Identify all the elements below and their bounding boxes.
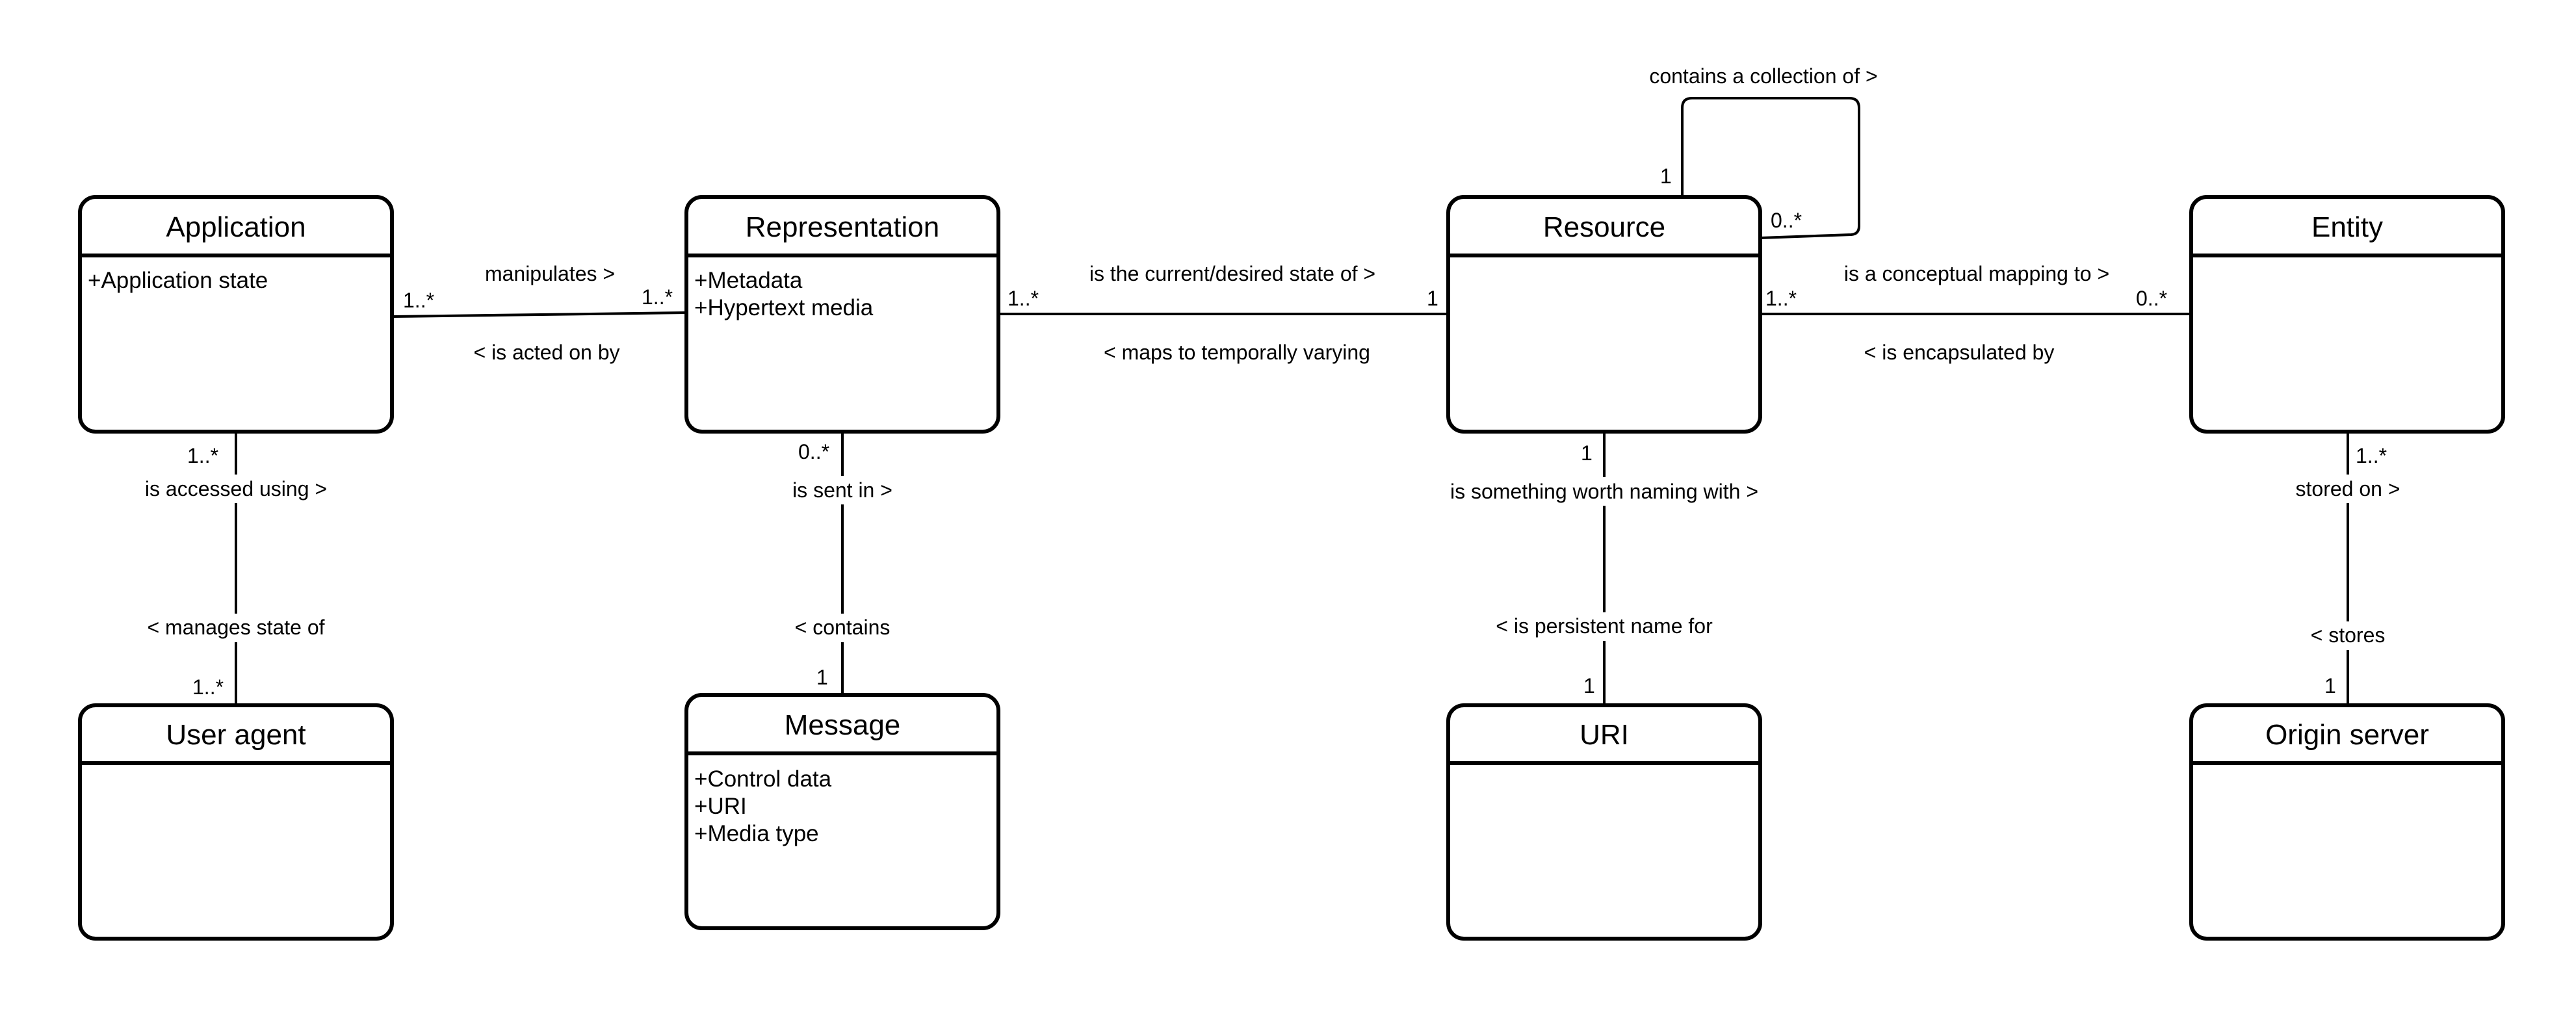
class-name-user-agent: User agent [166,719,306,751]
multiplicity-representation-from-application: 1..* [642,285,673,309]
class-uri[interactable] [1446,703,1762,941]
class-user-agent[interactable] [78,703,394,941]
association-line-application-representation [391,311,687,318]
class-name-origin-server: Origin server [2265,719,2429,751]
multiplicity-resource-to-uri: 1 [1581,441,1593,465]
multiplicity-origin-server-from-entity: 1 [2324,674,2336,697]
label-contains-collection-of: contains a collection of > [1649,64,1877,88]
class-name-resource: Resource [1543,211,1665,243]
class-name-message: Message [785,709,901,741]
label-maps-to-temporally-varying: < maps to temporally varying [1104,341,1370,364]
multiplicity-resource-from-representation: 1 [1427,287,1438,310]
multiplicity-resource-to-entity: 1..* [1765,287,1797,310]
multiplicity-resource-self-source: 1 [1660,164,1672,188]
label-stores: < stores [2311,623,2386,647]
label-manages-state-of: < manages state of [147,616,324,639]
class-message[interactable] [684,693,1000,930]
multiplicity-uri-from-resource: 1 [1583,674,1595,697]
label-is-something-worth-naming-with: is something worth naming with > [1450,480,1758,503]
multiplicity-resource-self-target: 0..* [1771,209,1802,232]
class-application[interactable] [78,195,394,434]
label-is-sent-in: is sent in > [792,478,892,502]
label-is-persistent-name-for: < is persistent name for [1496,614,1713,638]
multiplicity-message-from-representation: 1 [816,666,828,689]
attribute-hypertext-media: +Hypertext media [694,295,874,320]
label-is-acted-on-by: < is acted on by [473,341,619,364]
association-line-resource-self [1681,97,1860,239]
label-is-encapsulated-by: < is encapsulated by [1864,341,2055,364]
class-name-entity: Entity [2311,211,2383,243]
multiplicity-application-to-user-agent: 1..* [187,444,218,467]
multiplicity-user-agent-from-application: 1..* [192,675,224,699]
class-entity[interactable] [2189,195,2505,434]
attribute-media-type: +Media type [694,821,819,846]
multiplicity-entity-to-origin-server: 1..* [2356,444,2387,467]
label-is-accessed-using: is accessed using > [145,477,327,501]
label-stored-on: stored on > [2296,477,2400,501]
label-is-current-desired-state-of: is the current/desired state of > [1089,262,1375,285]
class-name-uri: URI [1580,719,1629,751]
class-name-representation: Representation [746,211,939,243]
attribute-control-data: +Control data [694,766,832,792]
multiplicity-representation-to-resource: 1..* [1008,287,1039,310]
attribute-application-state: +Application state [88,268,268,293]
multiplicity-application-to-representation: 1..* [403,289,434,312]
attribute-uri: +URI [694,794,747,819]
multiplicity-entity-from-resource: 0..* [2136,287,2167,310]
multiplicity-representation-to-message: 0..* [798,440,829,463]
class-resource[interactable] [1446,195,1762,434]
label-contains: < contains [795,616,891,639]
label-manipulates: manipulates > [485,262,615,285]
class-representation[interactable] [684,195,1000,434]
class-name-application: Application [166,211,306,243]
attribute-metadata: +Metadata [694,268,803,293]
class-origin-server[interactable] [2189,703,2505,941]
label-is-conceptual-mapping-to: is a conceptual mapping to > [1844,262,2109,285]
